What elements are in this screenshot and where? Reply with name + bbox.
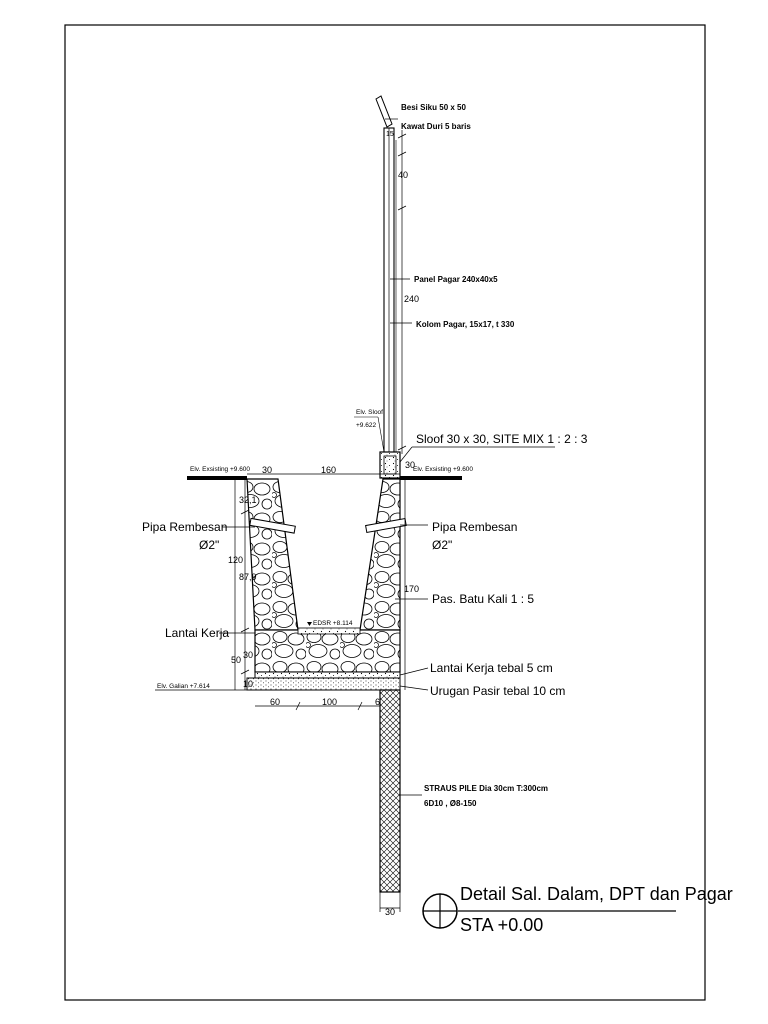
label-elv-galian: Elv. Galian +7.614 <box>157 683 210 690</box>
label-pipa-rembesan-left: Pipa Rembesan <box>142 520 227 534</box>
urugan-pasir-layer <box>246 677 401 691</box>
dim-30-pile: 30 <box>385 907 395 917</box>
edsr-marker <box>307 622 312 626</box>
label-tulangan: 6D10 , Ø8-150 <box>424 799 477 808</box>
sheet-border <box>64 24 706 1001</box>
label-elv-sloof-value: +9.622 <box>356 422 376 429</box>
fence-dim-tick-3 <box>397 205 407 211</box>
leader-lantai-kerja-tebal <box>399 667 429 676</box>
label-besi-siku: Besi Siku 50 x 50 <box>401 103 466 112</box>
label-pipa-dia-left: Ø2" <box>199 538 219 552</box>
dim-30-top-right: 30 <box>405 460 415 470</box>
bottom-dim-tick-1 <box>295 701 301 711</box>
angle-iron-top <box>375 95 393 128</box>
dim-240: 240 <box>404 294 419 304</box>
label-lantai-kerja: Lantai Kerja <box>165 626 229 640</box>
drawing-title: Detail Sal. Dalam, DPT dan Pagar <box>460 884 733 904</box>
dim-120: 120 <box>228 555 243 565</box>
dim-30-top-left: 30 <box>262 465 272 475</box>
label-kolom-pagar: Kolom Pagar, 15x17, t 330 <box>416 320 515 329</box>
sloof <box>379 451 401 479</box>
dim-50: 50 <box>231 655 241 665</box>
lantai-kerja-layer <box>254 671 401 679</box>
dim-100: 100 <box>322 697 337 707</box>
label-pipa-dia-right: Ø2" <box>432 538 452 552</box>
leader-sloof <box>399 446 413 463</box>
label-straus-pile: STRAUS PILE Dia 30cm T:300cm <box>424 784 548 793</box>
label-lantai-kerja-tebal: Lantai Kerja tebal 5 cm <box>430 661 553 675</box>
elv-sloof-leader <box>377 416 385 453</box>
dim-40: 40 <box>398 170 408 180</box>
pipe-left <box>249 517 296 534</box>
label-elv-existing-right: Elv. Exsisting +9.600 <box>413 466 473 473</box>
dim-60-left: 60 <box>270 697 280 707</box>
straus-pile <box>379 689 401 893</box>
title-symbol <box>422 893 458 929</box>
channel-floor-lining <box>297 627 361 635</box>
dim-170: 170 <box>404 584 419 594</box>
drawing-subtitle: STA +0.00 <box>460 915 543 935</box>
label-kawat-duri: Kawat Duri 5 baris <box>401 122 471 131</box>
dim-32-1: 32,1 <box>239 495 257 505</box>
left-dim-tick-3 <box>240 669 250 675</box>
dim-87-9: 87,9 <box>239 572 257 582</box>
label-elv-sloof: Elv. Sloof <box>356 409 383 416</box>
bottom-dim-tick-2 <box>357 701 363 711</box>
fence-assembly <box>375 95 412 455</box>
label-edsr: EDSR +8.114 <box>313 620 353 627</box>
label-panel-pagar: Panel Pagar 240x40x5 <box>414 275 498 284</box>
ground-line-right <box>400 476 462 480</box>
pipe-right <box>365 518 407 534</box>
fence-dim-tick-1 <box>397 133 407 139</box>
ground-line-left <box>187 476 247 480</box>
label-pas-batu-kali: Pas. Batu Kali 1 : 5 <box>432 592 534 606</box>
label-pipa-rembesan-right: Pipa Rembesan <box>432 520 517 534</box>
label-sloof: Sloof 30 x 30, SITE MIX 1 : 2 : 3 <box>416 432 588 446</box>
label-urugan-pasir: Urugan Pasir tebal 10 cm <box>430 684 565 698</box>
right-wall-masonry <box>359 478 401 631</box>
dim-15: 15 <box>386 131 394 138</box>
leader-urugan-pasir <box>399 685 429 691</box>
base-slab-masonry <box>254 629 401 673</box>
label-elv-existing-left: Elv. Exsisting +9.600 <box>190 466 250 473</box>
fence-dim-tick-4 <box>397 445 407 451</box>
dim-160: 160 <box>321 465 336 475</box>
dim-10: 10 <box>243 679 253 689</box>
left-dim-tick-2 <box>240 627 250 633</box>
dim-30-side: 30 <box>243 650 253 660</box>
fence-dim-tick-2 <box>397 151 407 157</box>
left-dim-tick-1 <box>240 509 250 515</box>
